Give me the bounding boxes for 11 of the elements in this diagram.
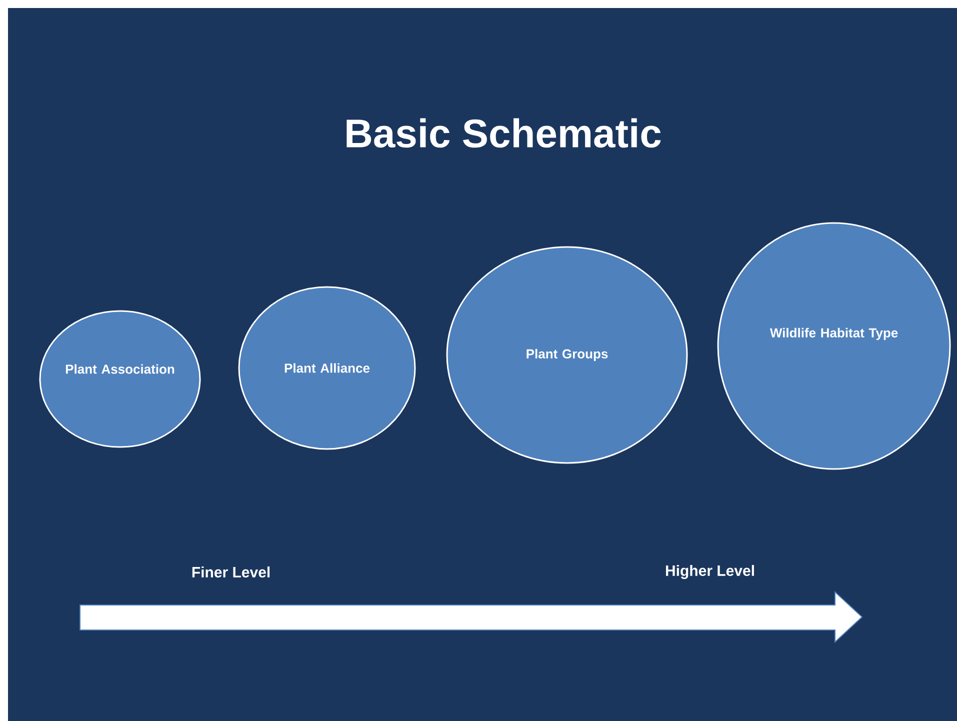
circle: [717, 222, 951, 470]
level-label: Finer Level: [192, 566, 270, 578]
node-label: Plant Alliance: [284, 363, 370, 373]
title: Basic Schematic: [346, 118, 661, 148]
node-label: Wildlife Habitat Type: [770, 328, 898, 340]
circle: [238, 286, 416, 450]
node-label: Plant Groups: [526, 348, 608, 362]
level-label: Higher Level: [666, 564, 754, 580]
node-label: Plant Association: [66, 364, 174, 374]
circle: [39, 310, 201, 448]
circle: [446, 246, 688, 464]
